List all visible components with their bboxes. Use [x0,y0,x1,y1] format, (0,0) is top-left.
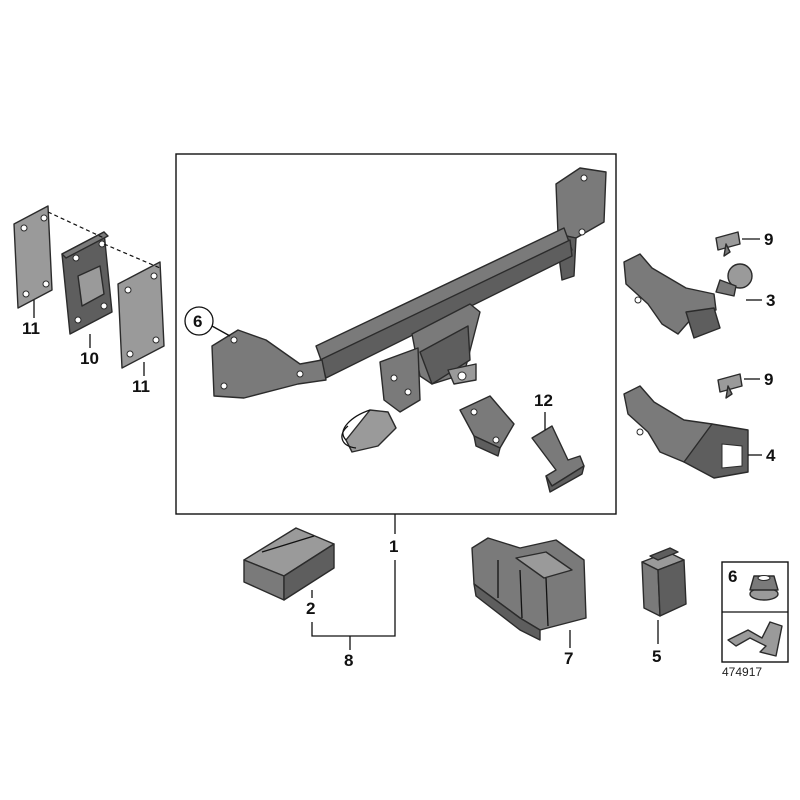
callout-6-main[interactable]: 6 [193,312,202,331]
leader-1-to-8 [311,560,396,637]
callout-8[interactable]: 8 [344,651,353,670]
hitch-crossbar[interactable] [211,167,607,453]
arrow-icon [727,621,783,657]
callout-6-inset[interactable]: 6 [728,567,737,586]
callout-5[interactable]: 5 [652,647,661,666]
spacer-plate-11-left[interactable] [13,205,53,309]
control-module-5[interactable] [641,547,687,617]
ball-neck-3[interactable] [623,253,753,339]
callout-3[interactable]: 3 [766,291,775,310]
callout-11-right[interactable]: 11 [132,377,150,396]
callout-9-top[interactable]: 9 [764,230,773,249]
key-9-bottom[interactable] [717,373,743,399]
callout-4[interactable]: 4 [766,446,776,465]
diagram-number: 474917 [722,665,762,679]
alignment-line-upper [47,211,105,239]
callout-12[interactable]: 12 [534,391,553,410]
receiver-hitch-4[interactable] [623,385,749,479]
mounting-clip[interactable] [459,395,515,457]
callout-9-bottom[interactable]: 9 [764,370,773,389]
spacer-plate-11-right[interactable] [117,261,165,369]
cover-12[interactable] [531,425,585,493]
callout-10[interactable]: 10 [80,349,99,368]
callout-11-left[interactable]: 11 [22,319,40,338]
part-box-2[interactable] [243,527,335,601]
key-9-top[interactable] [715,231,741,257]
callout-7[interactable]: 7 [564,649,573,668]
callout-6-ring [184,306,214,336]
callout-2[interactable]: 2 [306,599,315,618]
main-assembly-frame [175,153,617,515]
nut-6-icon[interactable] [749,575,779,601]
storage-tray-7[interactable] [471,537,587,641]
alignment-line-lower [103,243,161,269]
leader-6-main [211,325,231,337]
spacer-plate-10[interactable] [61,231,113,335]
callout-1[interactable]: 1 [389,537,398,556]
